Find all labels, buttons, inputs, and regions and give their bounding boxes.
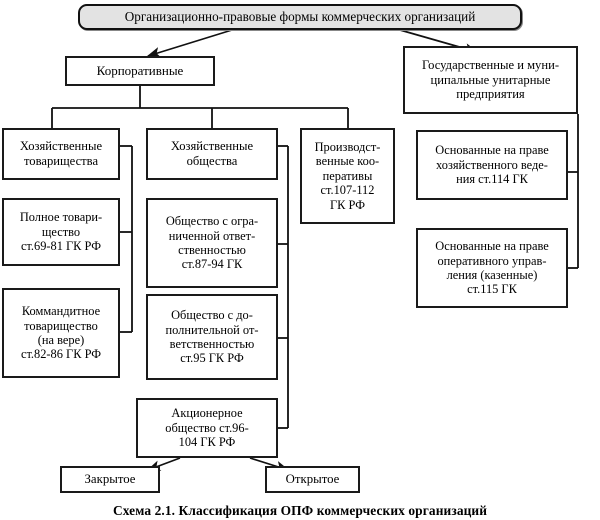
node-ao-label: Акционерное общество ст.96- 104 ГК РФ bbox=[165, 406, 249, 450]
node-economic-management[interactable]: Основанные на праве хозяйственного веде-… bbox=[416, 130, 568, 200]
node-partnerships[interactable]: Хозяйственные товарищества bbox=[2, 128, 120, 180]
node-ao[interactable]: Акционерное общество ст.96- 104 ГК РФ bbox=[136, 398, 278, 458]
node-companies[interactable]: Хозяйственные общества bbox=[146, 128, 278, 180]
node-state-unitary[interactable]: Государственные и муни- ципальные унитар… bbox=[403, 46, 578, 114]
node-closed-ao[interactable]: Закрытое bbox=[60, 466, 160, 493]
node-full-partnership[interactable]: Полное товари- щество ст.69-81 ГК РФ bbox=[2, 198, 120, 266]
node-odo-label: Общество с до- полнительной от- ветствен… bbox=[165, 308, 259, 366]
node-odo[interactable]: Общество с до- полнительной от- ветствен… bbox=[146, 294, 278, 380]
node-open-ao[interactable]: Открытое bbox=[265, 466, 360, 493]
node-partnerships-label: Хозяйственные товарищества bbox=[19, 139, 103, 168]
node-companies-label: Хозяйственные общества bbox=[170, 139, 254, 168]
node-corporate-label: Корпоративные bbox=[96, 63, 184, 79]
node-full-partnership-label: Полное товари- щество ст.69-81 ГК РФ bbox=[19, 210, 103, 254]
root-node[interactable]: Организационно-правовые формы коммерческ… bbox=[78, 4, 522, 30]
node-corporate[interactable]: Корпоративные bbox=[65, 56, 215, 86]
node-limited-partnership[interactable]: Коммандитное товарищество (на вере) ст.8… bbox=[2, 288, 120, 378]
node-ooo[interactable]: Общество с огра- ниченной ответ- ственно… bbox=[146, 198, 278, 288]
node-cooperatives[interactable]: Производст- венные коо- перативы ст.107-… bbox=[300, 128, 395, 224]
node-operational-management-label: Основанные на праве оперативного управ- … bbox=[435, 239, 549, 297]
node-operational-management[interactable]: Основанные на праве оперативного управ- … bbox=[416, 228, 568, 308]
node-economic-management-label: Основанные на праве хозяйственного веде-… bbox=[435, 143, 549, 187]
node-state-unitary-label: Государственные и муни- ципальные унитар… bbox=[421, 58, 560, 102]
node-cooperatives-label: Производст- венные коо- перативы ст.107-… bbox=[314, 140, 381, 212]
edge-root-to-corporate bbox=[146, 29, 233, 58]
figure-caption: Схема 2.1. Классификация ОПФ коммерчески… bbox=[112, 503, 488, 518]
node-open-ao-label: Открытое bbox=[285, 472, 340, 487]
node-closed-ao-label: Закрытое bbox=[84, 472, 136, 487]
root-node-label: Организационно-правовые формы коммерческ… bbox=[124, 9, 476, 25]
node-limited-partnership-label: Коммандитное товарищество (на вере) ст.8… bbox=[20, 304, 102, 362]
node-ooo-label: Общество с огра- ниченной ответ- ственно… bbox=[165, 214, 259, 272]
